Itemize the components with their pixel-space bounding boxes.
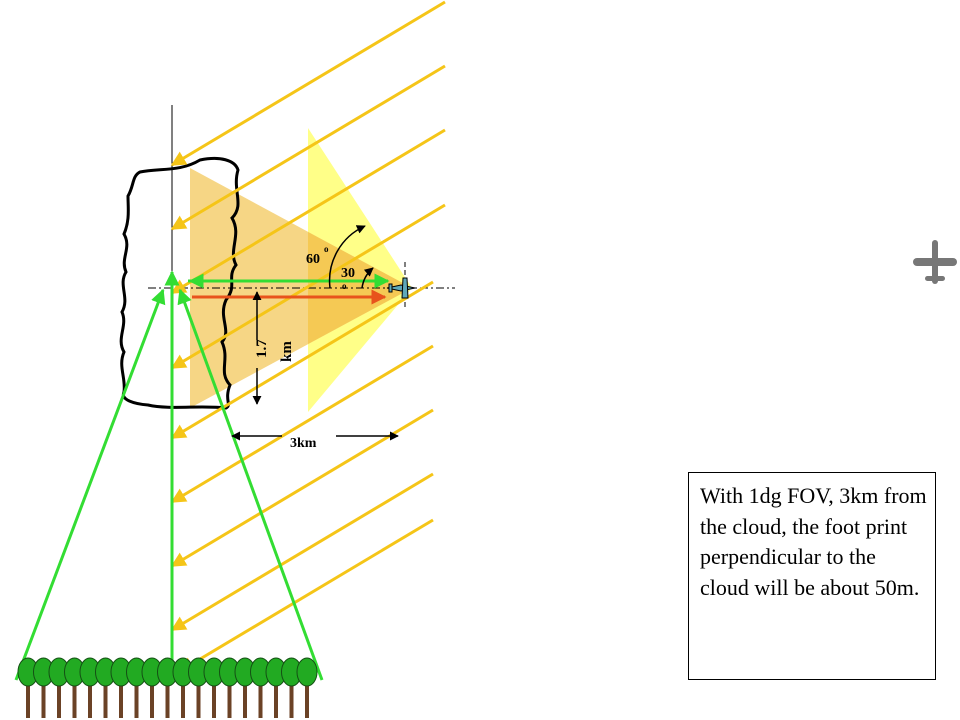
fov-line-left xyxy=(14,288,166,681)
sun-ray xyxy=(170,280,434,440)
sun-ray xyxy=(170,64,446,231)
tree-icon xyxy=(188,657,209,718)
angle-30-degree: o xyxy=(342,281,347,291)
height-label: 1.7 xyxy=(254,339,270,358)
tree-icon xyxy=(250,657,271,718)
fov-line-right xyxy=(177,288,324,681)
angle-60-degree: o xyxy=(324,244,329,254)
tree-row xyxy=(17,657,318,718)
note-box: With 1dg FOV, 3km from the cloud, the fo… xyxy=(688,472,936,680)
angle-60-label: 60 xyxy=(306,252,320,267)
cloud-outline xyxy=(119,156,240,410)
sun-ray xyxy=(178,518,434,673)
sun-ray xyxy=(170,0,446,167)
angle-30-label: 30 xyxy=(341,266,355,281)
sun-ray xyxy=(170,472,434,632)
tree-icon xyxy=(48,657,70,718)
sun-ray xyxy=(170,128,446,295)
angle-30-arc xyxy=(361,267,374,289)
footprint-fan-dark xyxy=(190,168,412,408)
sun-ray xyxy=(170,203,446,370)
distance-label: 3km xyxy=(290,436,317,451)
tree-icon xyxy=(296,657,318,718)
tree-icon xyxy=(33,657,54,718)
note-text: With 1dg FOV, 3km from the cloud, the fo… xyxy=(700,483,927,600)
aircraft-icon xyxy=(386,277,416,299)
angle-60-arc xyxy=(328,225,366,289)
tree-icon xyxy=(110,657,132,718)
tree-icon xyxy=(95,657,116,718)
sun-ray xyxy=(170,344,434,504)
height-unit-label: km xyxy=(279,341,295,362)
small-aircraft-icon xyxy=(913,240,957,284)
fov-lines xyxy=(14,270,390,681)
